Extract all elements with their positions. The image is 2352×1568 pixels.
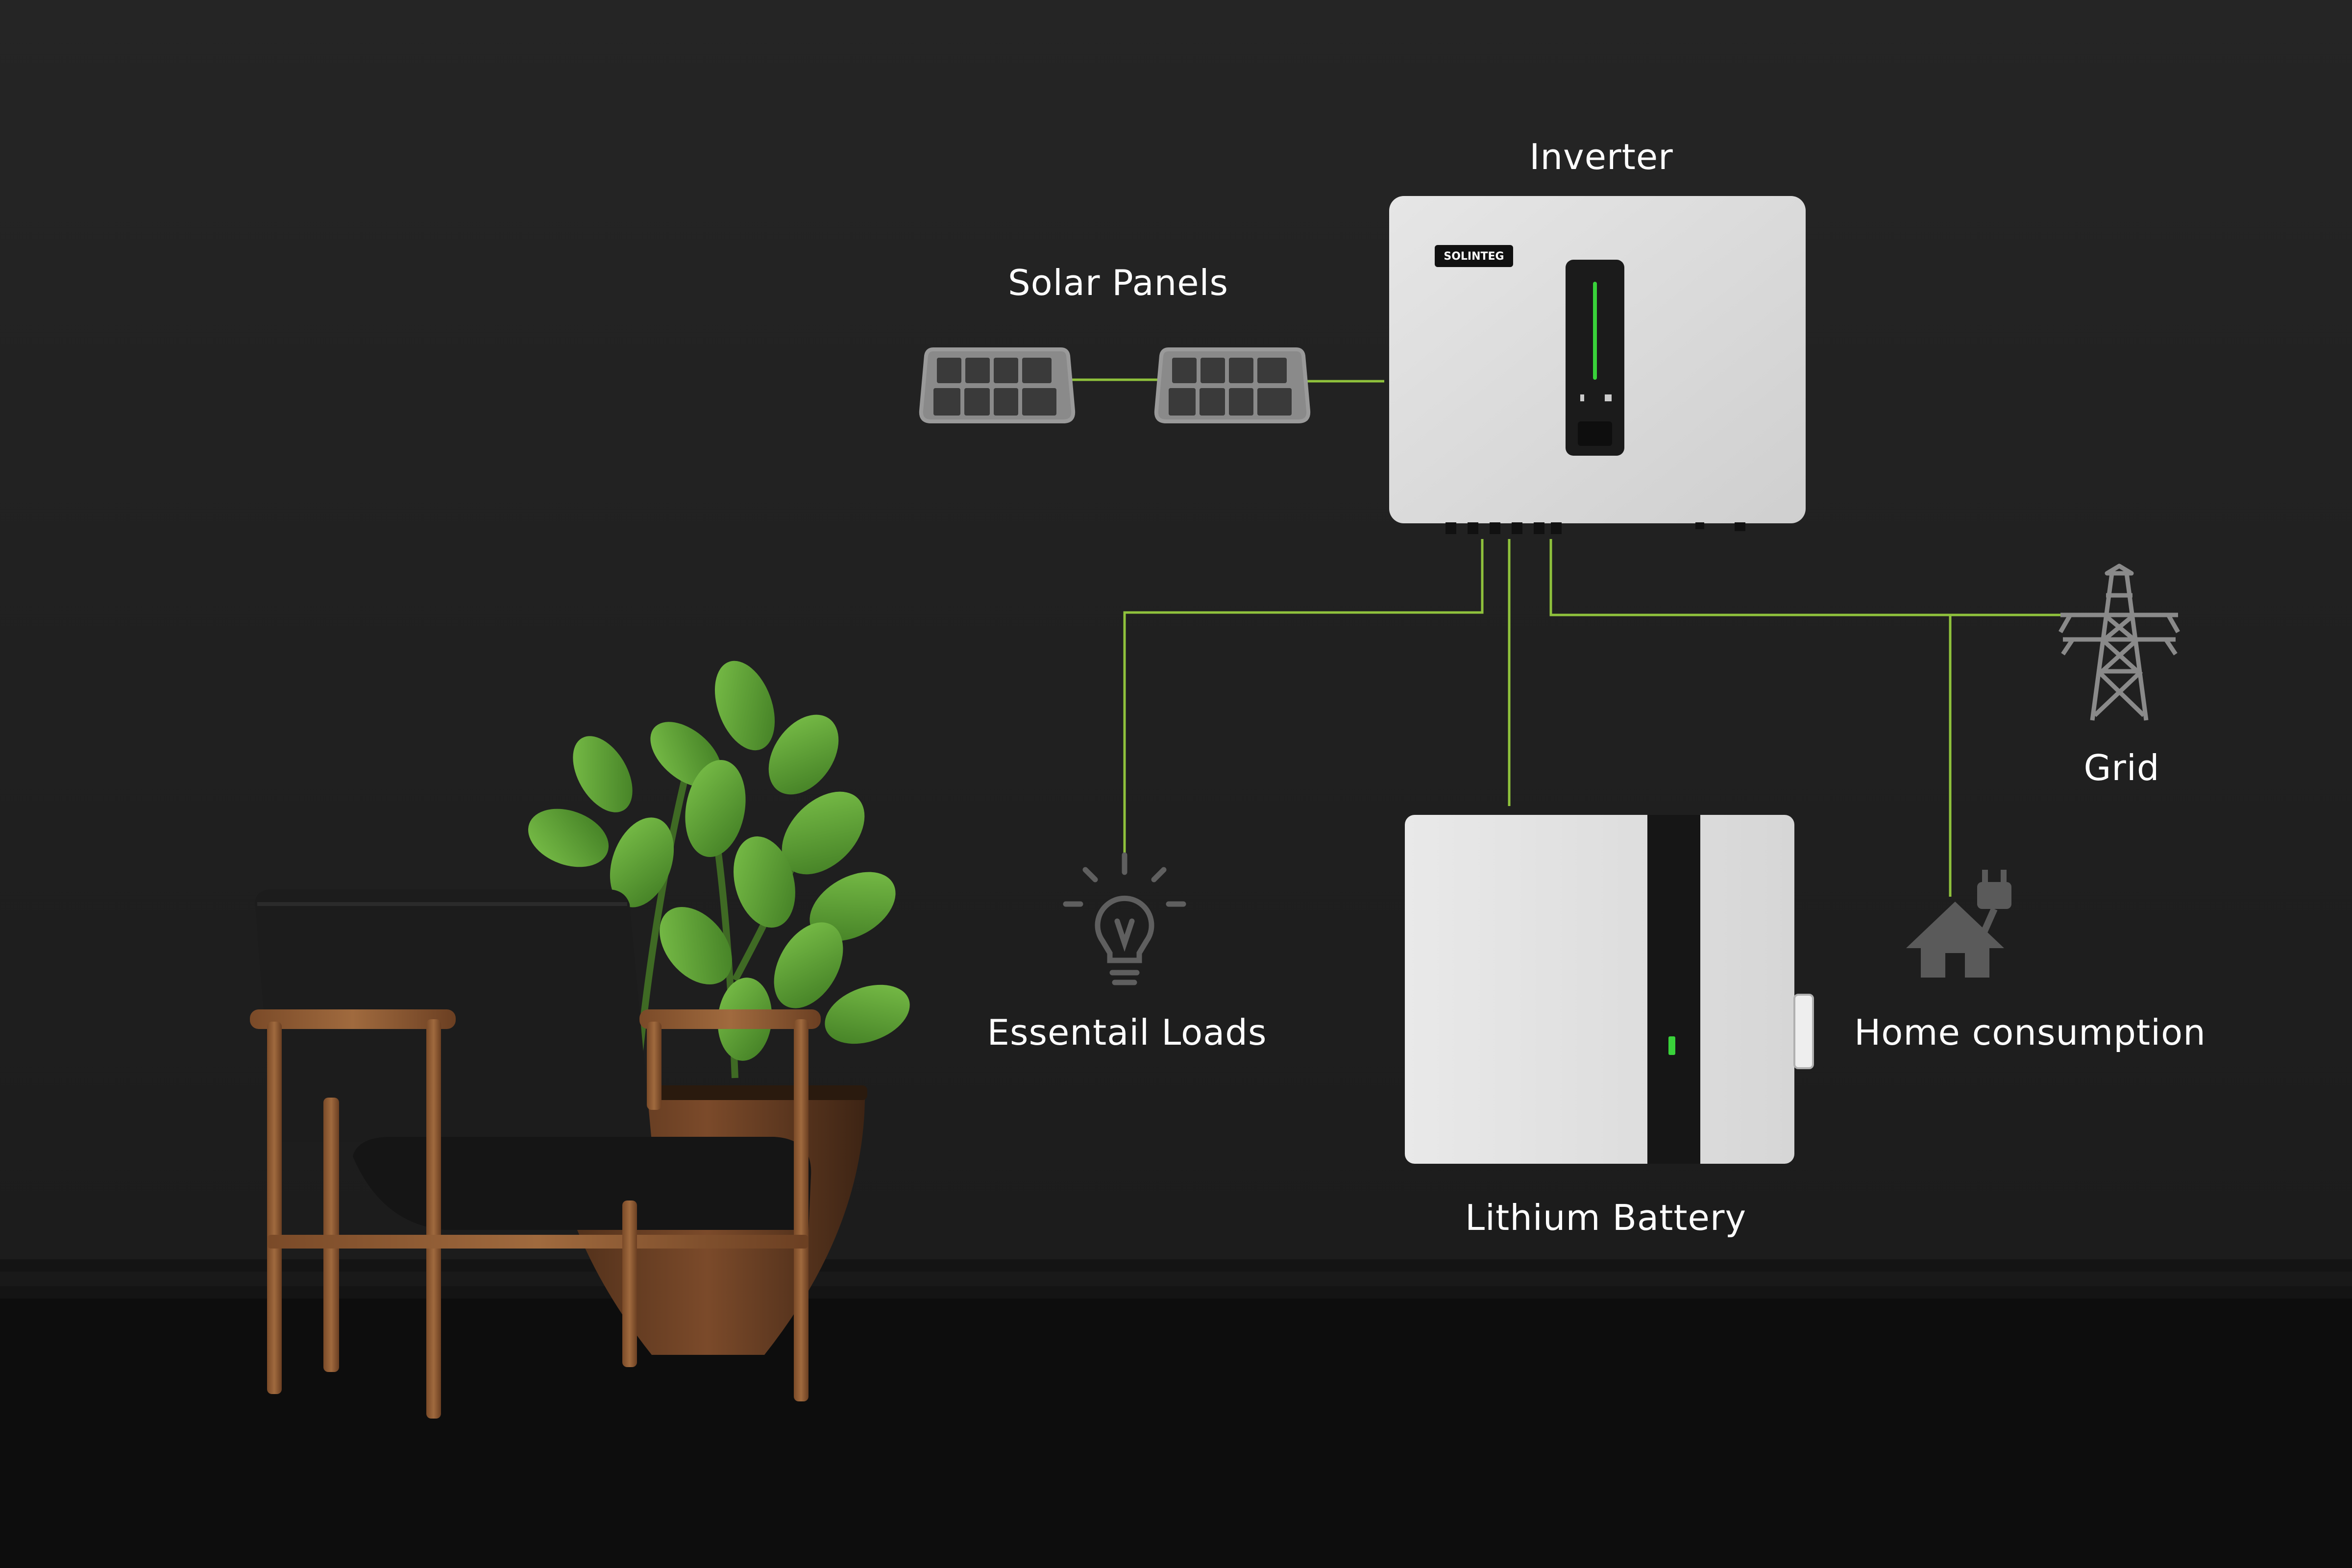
light-bulb-icon: [1063, 852, 1186, 985]
inverter-brand-logo: [1435, 245, 1513, 267]
connector-lines: [1071, 378, 2065, 897]
armchair: [250, 889, 821, 1419]
line-inverter-to-essential-loads: [1123, 539, 1484, 855]
inverter-ports: [1446, 522, 1745, 534]
chair-wooden-frame: [250, 1009, 821, 1419]
label-inverter: Inverter: [1529, 136, 1673, 177]
label-solar-panels: Solar Panels: [1007, 262, 1229, 303]
battery-handle: [1793, 994, 1814, 1069]
solar-panel-1: [919, 347, 1076, 423]
home-plug-icon: [1906, 870, 2011, 978]
chair-seat-cushion: [353, 1137, 811, 1230]
label-grid: Grid: [2083, 747, 2160, 788]
label-home-consumption: Home consumption: [1854, 1012, 2206, 1053]
battery-front-stripe: [1647, 815, 1700, 1164]
label-lithium-battery: Lithium Battery: [1465, 1197, 1747, 1238]
inverter-button: [1578, 421, 1612, 446]
inverter-unit: SOLINTEG: [1389, 196, 1806, 534]
inverter-indicator-icons: [1580, 394, 1612, 401]
inverter-brand-text: SOLINTEG: [1444, 250, 1504, 263]
plant-leaves: [528, 661, 910, 1061]
solar-panel-2: [1154, 347, 1311, 423]
inverter-status-led: [1593, 282, 1597, 380]
line-inverter-to-grid: [1549, 539, 2065, 616]
label-essential-loads: Essentail Loads: [987, 1012, 1267, 1053]
battery-soc-indicator: [1668, 1036, 1675, 1055]
grid-tower-icon: [2058, 564, 2180, 721]
lithium-battery-unit: [1405, 815, 1814, 1164]
floor: [0, 1298, 2352, 1568]
